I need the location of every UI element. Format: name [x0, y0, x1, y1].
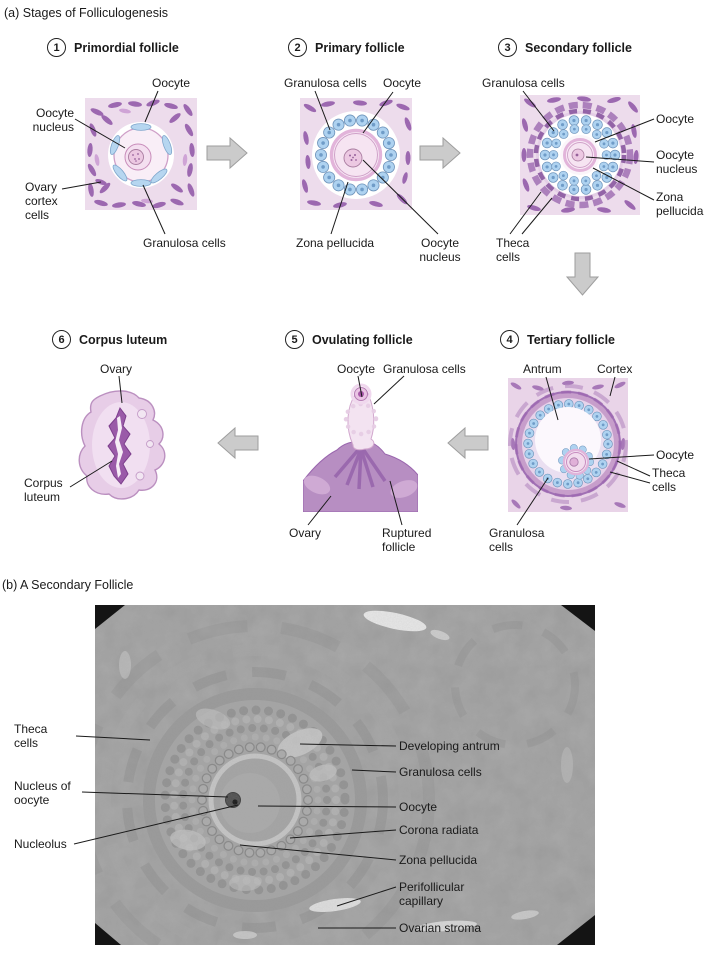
corpus-luteum-cavity: [115, 416, 123, 478]
label-b-nucleolus: Nucleolus: [14, 837, 67, 851]
stage-5-ovulating-illustration: [303, 383, 418, 512]
section-a-title: (a) Stages of Folliculogenesis: [4, 6, 168, 20]
label-b-perifollicular-capillary: Perifollicular capillary: [399, 880, 465, 909]
label-s4-cortex: Cortex: [597, 362, 633, 376]
stage-4-header: 4 Tertiary follicle: [500, 330, 615, 349]
label-s5-ovary: Ovary: [289, 526, 322, 540]
stage-6-number-badge: 6: [52, 330, 71, 349]
stage-2-title: Primary follicle: [315, 40, 405, 55]
label-b-granulosa-cells: Granulosa cells: [399, 765, 482, 779]
label-s6-ovary: Ovary: [100, 362, 133, 376]
label-s3-zona-pellucida: Zona pellucida: [656, 190, 704, 219]
stage-1-primordial-illustration: [85, 98, 197, 210]
arrow-stage1-to-2-icon: [206, 136, 248, 170]
label-s2-granulosa-cells: Granulosa cells: [284, 76, 367, 90]
stage-3-header: 3 Secondary follicle: [498, 38, 632, 57]
label-s4-granulosa-cells: Granulosa cells: [489, 526, 545, 555]
stage-6-header: 6 Corpus luteum: [52, 330, 167, 349]
label-s3-oocyte-nucleus: Oocyte nucleus: [656, 148, 698, 177]
stage-1-title: Primordial follicle: [74, 40, 179, 55]
stage-3-title: Secondary follicle: [525, 40, 632, 55]
arrow-stage3-to-4-icon: [565, 252, 600, 296]
stage-5-header: 5 Ovulating follicle: [285, 330, 413, 349]
stage-6-title: Corpus luteum: [79, 332, 168, 347]
label-b-ovarian-stroma: Ovarian stroma: [399, 921, 482, 935]
label-b-nucleus-of-oocyte: Nucleus of oocyte: [14, 779, 71, 808]
section-b-title: (b) A Secondary Follicle: [2, 578, 134, 592]
cortex-swirl-graphic: [508, 384, 628, 504]
stage-3-secondary-illustration: [520, 95, 640, 215]
stage-2-number-badge: 2: [288, 38, 307, 57]
label-b-developing-antrum: Developing antrum: [399, 739, 500, 753]
oocyte-nucleus-graphic: [569, 457, 579, 467]
label-b-theca-cells: Theca cells: [14, 722, 48, 751]
label-s4-antrum: Antrum: [523, 362, 562, 376]
stage-1-header: 1 Primordial follicle: [47, 38, 179, 57]
label-s3-oocyte: Oocyte: [656, 112, 695, 126]
stage-3-number-badge: 3: [498, 38, 517, 57]
label-s4-theca-cells: Theca cells: [652, 466, 686, 495]
stage-2-primary-illustration: [300, 98, 412, 210]
label-b-oocyte: Oocyte: [399, 800, 438, 814]
label-s6-corpus-luteum: Corpus luteum: [24, 476, 63, 505]
theca-ring-graphic: [526, 101, 634, 209]
label-s1-oocyte: Oocyte: [152, 76, 191, 90]
arrow-stage2-to-3-icon: [419, 136, 461, 170]
label-b-corona-radiata: Corona radiata: [399, 823, 479, 837]
label-s1-granulosa-cells: Granulosa cells: [143, 236, 226, 250]
arrow-stage5-to-6-icon: [217, 426, 259, 460]
label-s2-oocyte-nucleus: Oocyte nucleus: [419, 236, 461, 265]
stage-4-tertiary-illustration: [508, 378, 628, 512]
label-s1-ovary-cortex-cells: Ovary cortex cells: [25, 180, 58, 223]
oocyte-nucleus-graphic: [128, 149, 144, 165]
label-b-zona-pellucida: Zona pellucida: [399, 853, 478, 867]
label-s3-granulosa-cells: Granulosa cells: [482, 76, 565, 90]
label-s5-ruptured-follicle: Ruptured follicle: [382, 526, 432, 555]
photo-corner-marks: [95, 605, 595, 945]
label-s2-zona-pellucida: Zona pellucida: [296, 236, 375, 250]
label-s2-oocyte: Oocyte: [383, 76, 422, 90]
label-s3-theca-cells: Theca cells: [496, 236, 530, 265]
arrow-stage4-to-5-icon: [447, 426, 489, 460]
stage-5-title: Ovulating follicle: [312, 332, 413, 347]
label-s1-oocyte-nucleus: Oocyte nucleus: [32, 106, 74, 135]
stage-2-header: 2 Primary follicle: [288, 38, 405, 57]
label-s5-oocyte: Oocyte: [337, 362, 376, 376]
stage-4-number-badge: 4: [500, 330, 519, 349]
stage-5-number-badge: 5: [285, 330, 304, 349]
stage-4-title: Tertiary follicle: [527, 332, 615, 347]
ruptured-follicle-streaks: [333, 447, 387, 490]
stage-1-number-badge: 1: [47, 38, 66, 57]
secondary-follicle-micrograph: [95, 605, 595, 945]
label-s4-oocyte: Oocyte: [656, 448, 695, 462]
stage-6-corpus-luteum-illustration: [78, 390, 166, 500]
label-s5-granulosa-cells: Granulosa cells: [383, 362, 466, 376]
